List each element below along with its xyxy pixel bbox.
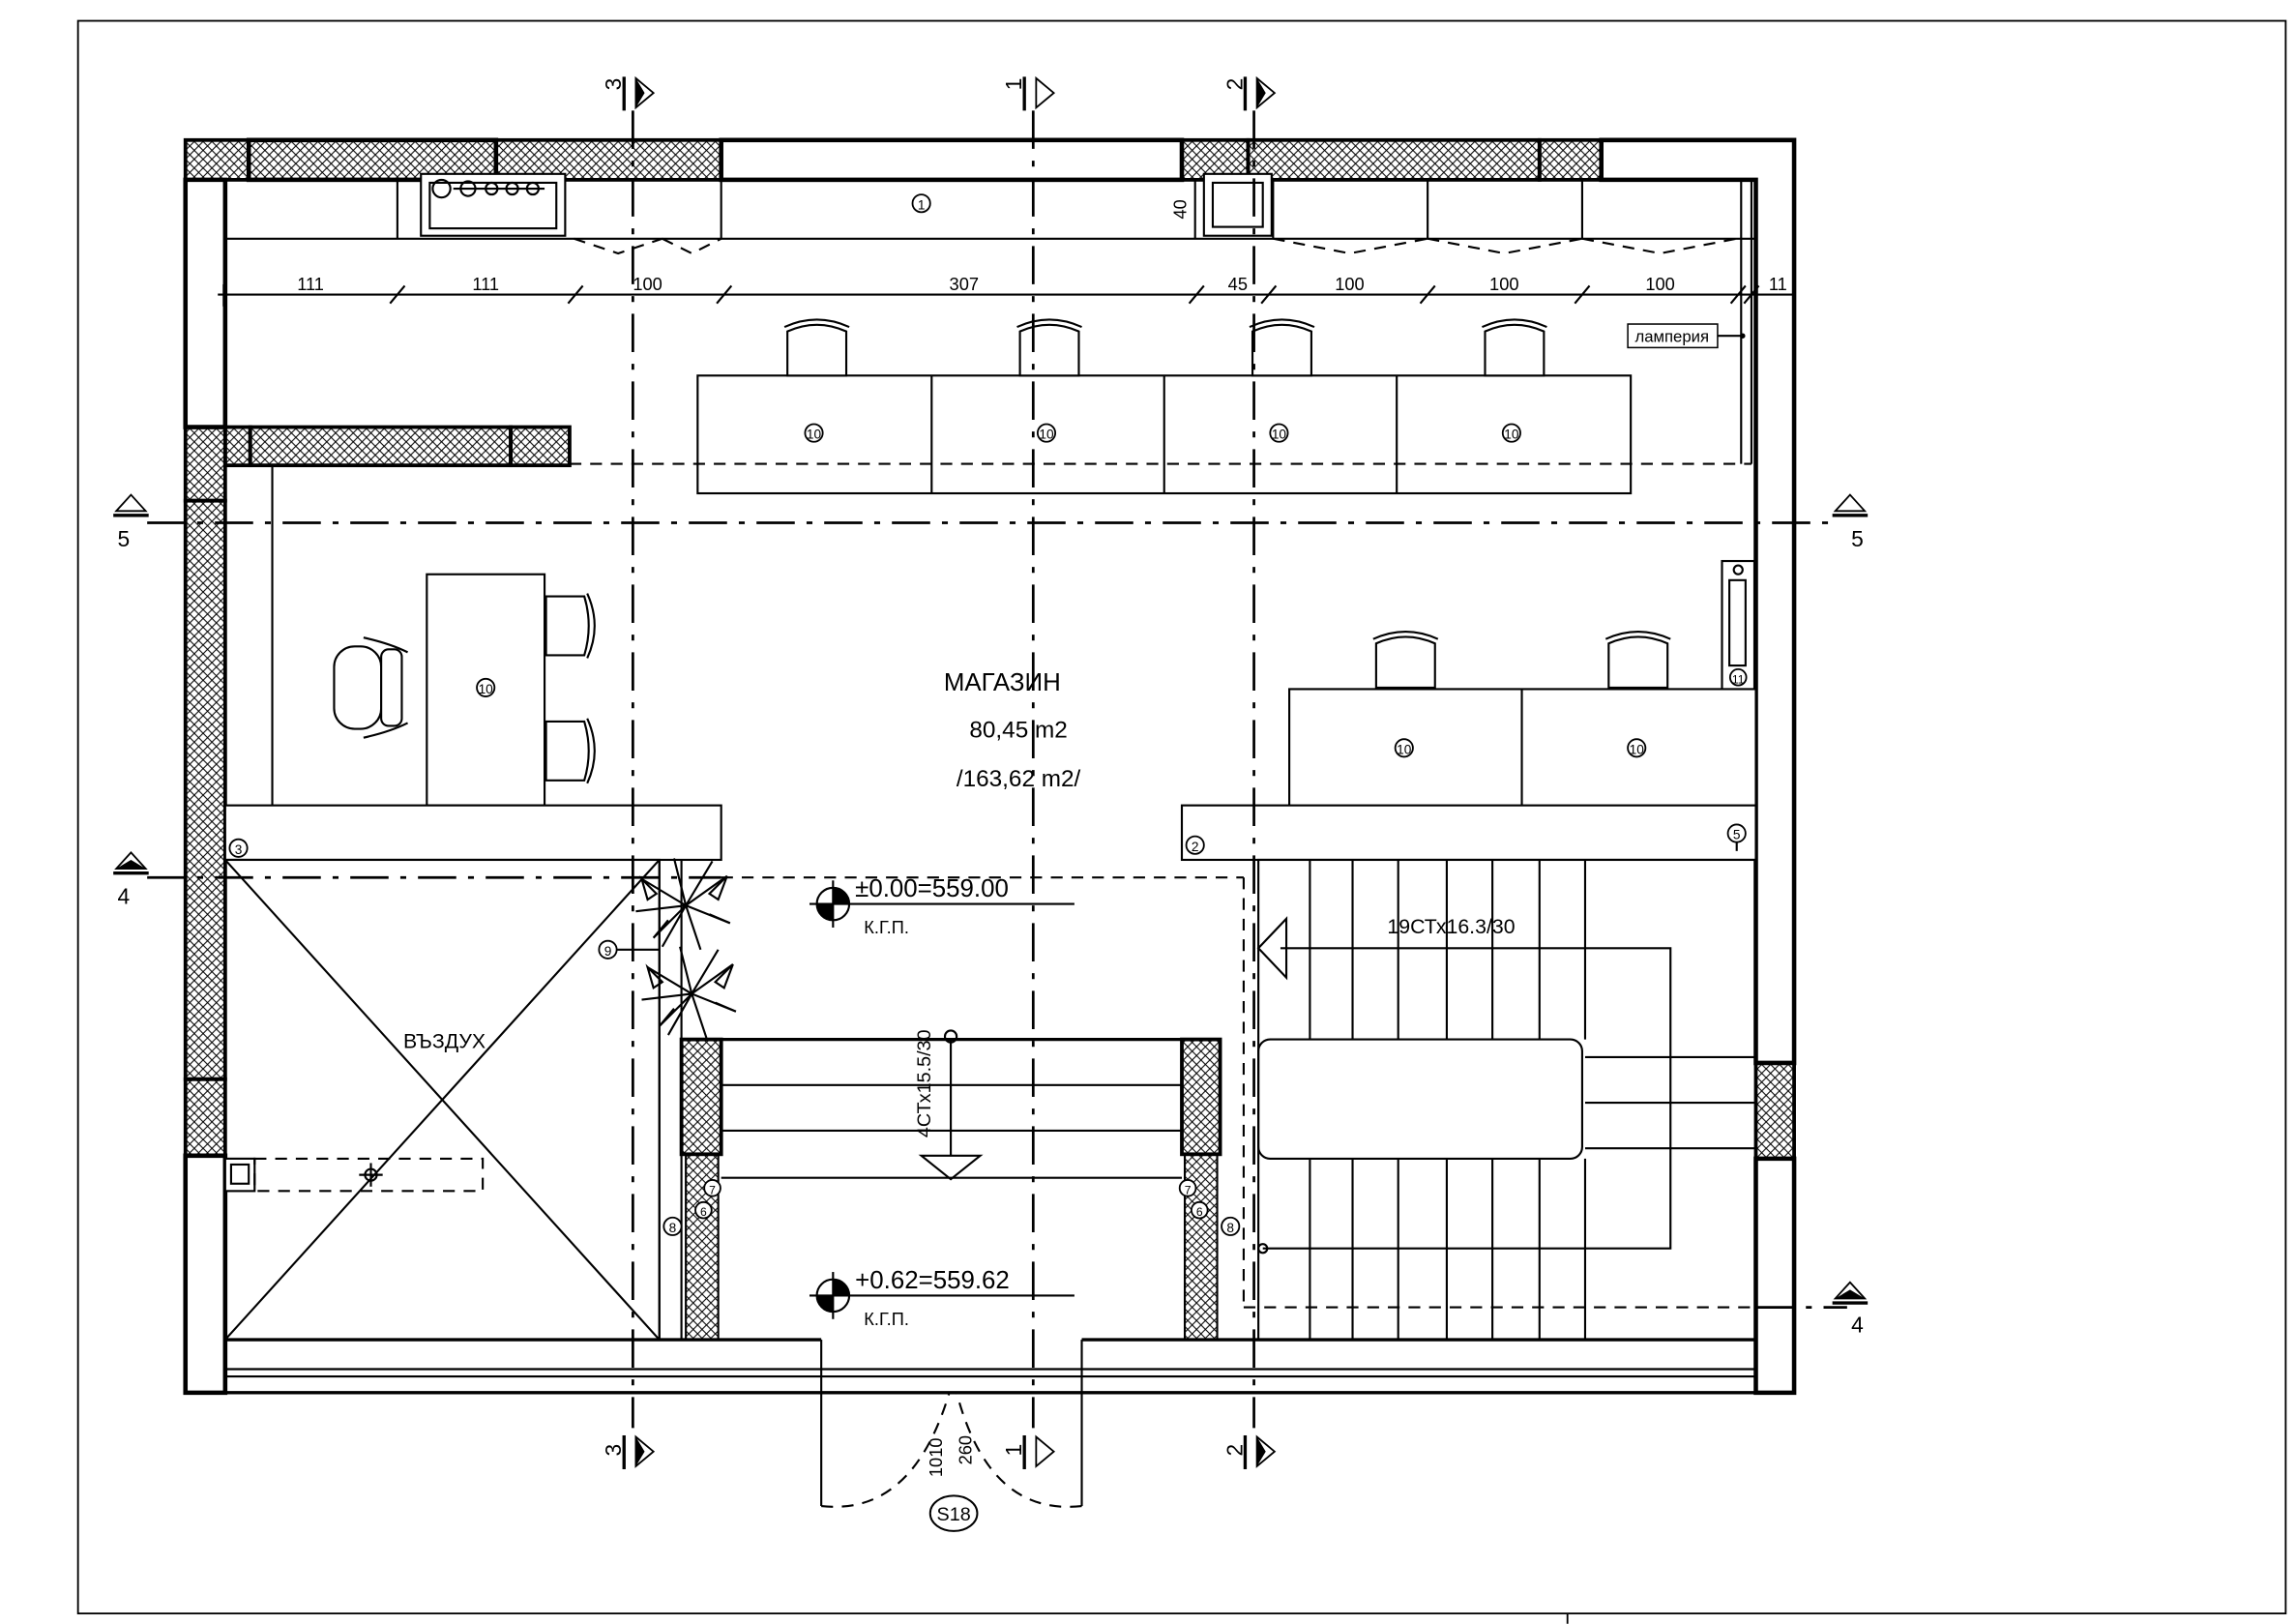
svg-text:10: 10 [807,428,822,442]
door-height: 260 [955,1435,975,1464]
svg-text:2: 2 [1222,78,1247,91]
section-marker-1-top: 1 [1001,75,1056,111]
svg-text:5: 5 [117,526,130,551]
entry-stair-label: 4СТх15.5/30 [914,1029,935,1137]
svg-text:10: 10 [1272,428,1287,442]
dim-7: 100 [1489,274,1518,294]
level-mark-2: +0.62=559.62 К.Г.П. [809,1267,1074,1329]
svg-text:8: 8 [1226,1221,1234,1235]
wall-finish-callout: ламперия [1627,323,1746,349]
room-name: МАГАЗИН [944,669,1061,696]
room-area: 80,45 m2 [969,718,1067,744]
svg-text:9: 9 [604,944,612,959]
section-marker-1-bottom: 1 [1001,1434,1056,1469]
svg-text:8: 8 [669,1221,677,1235]
svg-text:4: 4 [1851,1312,1864,1337]
section-marker-4-right: 4 [1832,1281,1869,1337]
section-marker-4-left: 4 [113,850,149,909]
svg-text:1: 1 [1001,78,1026,91]
dimension-chain: 111 111 100 307 45 100 100 100 11 40 [218,179,1793,307]
level-1-note: К.Г.П. [864,917,909,937]
air-void: ВЪЗДУХ [223,858,661,1342]
section-marker-5-right: 5 [1832,493,1869,551]
dim-8: 100 [1645,274,1674,294]
entry-stair: 4СТх15.5/30 7 6 8 7 6 8 [662,1029,1241,1342]
wall-finish-label: ламперия [1634,327,1709,345]
svg-text:10: 10 [1630,742,1645,756]
svg-text:6: 6 [1196,1205,1203,1219]
drawing-frame [76,19,2287,1624]
parapets: 3 2 5 [223,804,1757,862]
level-2-value: +0.62=559.62 [855,1267,1010,1294]
svg-text:4: 4 [117,884,130,909]
door-width: 1010 [926,1438,946,1478]
svg-text:10: 10 [1504,428,1519,442]
section-lines [147,110,1847,1429]
desk-row-right: 10 10 [1288,631,1757,809]
level-mark-1: ±0.00=559.00 К.Г.П. [809,875,1074,937]
chairs-top [783,318,1547,377]
dim-4: 307 [950,274,979,294]
top-counters [224,179,1756,464]
office-desk-left: 10 [271,465,596,807]
svg-text:2: 2 [1222,1444,1247,1457]
door-code: S18 [937,1504,971,1525]
sink [420,172,567,237]
dim-6: 100 [1335,274,1364,294]
svg-text:10: 10 [479,682,494,696]
svg-text:10: 10 [1397,742,1412,756]
dim-40: 40 [1170,199,1191,219]
svg-text:3: 3 [601,78,626,91]
room-label: МАГАЗИН 80,45 m2 /163,62 m2/ [944,669,1081,792]
svg-text:1: 1 [1001,1444,1026,1457]
svg-text:2: 2 [1192,840,1199,854]
svg-text:10: 10 [1039,428,1054,442]
main-stair: 19СТх16.3/30 [1256,858,1757,1342]
svg-text:1: 1 [918,197,926,212]
dim-9: 11 [1769,274,1787,294]
svg-text:7: 7 [1185,1183,1192,1196]
section-marker-2-top: 2 [1222,75,1277,111]
desk-row-top: 10 10 10 10 [569,374,1751,495]
svg-text:5: 5 [1733,828,1741,842]
dim-2: 111 [472,274,499,294]
svg-text:6: 6 [700,1205,707,1219]
item-tag-1: 1 [911,193,931,214]
landing-outline [721,876,1756,1309]
entry-door: 1010 260 S18 [820,1392,1083,1532]
svg-text:3: 3 [601,1444,626,1457]
main-stair-label: 19СТх16.3/30 [1387,915,1515,938]
svg-text:5: 5 [1851,526,1864,551]
section-marker-3-top: 3 [601,75,656,111]
dim-1: 111 [297,274,324,294]
room-total-area: /163,62 m2/ [957,766,1081,792]
svg-text:7: 7 [709,1183,716,1196]
air-void-label: ВЪЗДУХ [403,1030,486,1053]
section-marker-3-bottom: 3 [601,1434,656,1469]
dim-5: 45 [1228,274,1248,294]
section-marker-2-bottom: 2 [1222,1434,1277,1469]
svg-text:3: 3 [235,842,243,857]
wall-cabinet-11: 11 [1721,559,1756,691]
level-2-note: К.Г.П. [864,1309,909,1329]
dim-3: 100 [633,274,662,294]
svg-text:11: 11 [1732,672,1745,686]
section-marker-5-left: 5 [113,493,149,551]
level-1-value: ±0.00=559.00 [855,875,1009,902]
sink-2 [1202,172,1273,237]
